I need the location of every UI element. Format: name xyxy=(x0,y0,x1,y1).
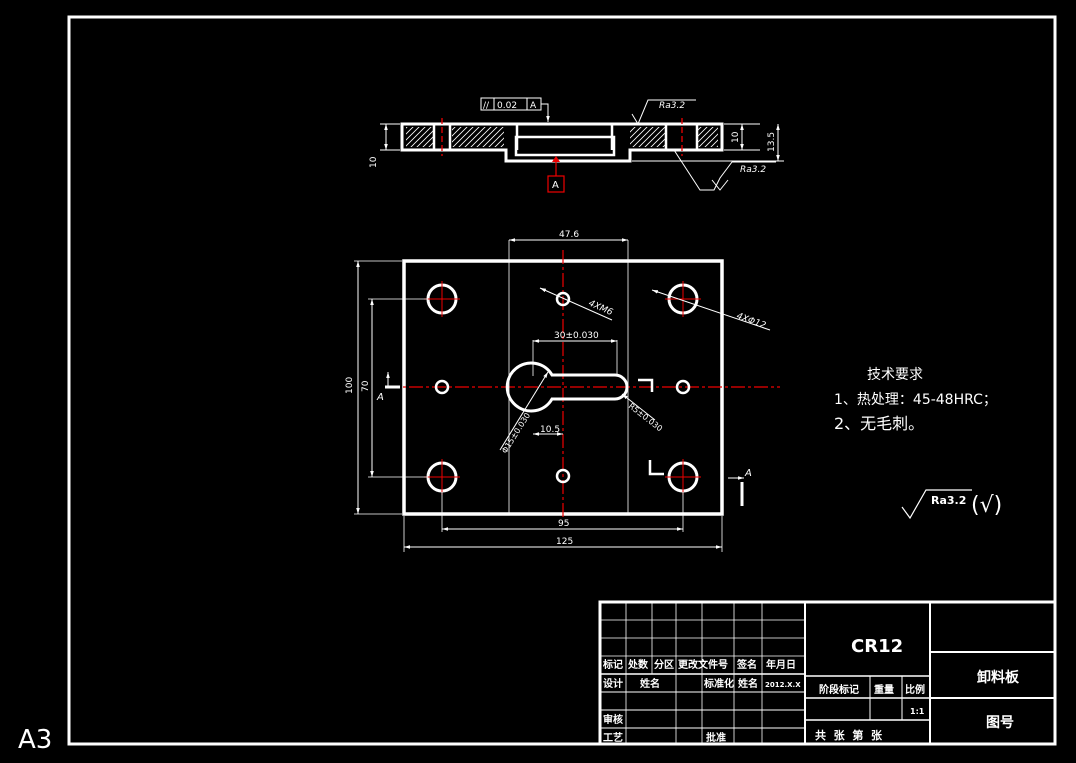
sheet-size-label: A3 xyxy=(18,725,52,755)
tb-header-count: 处数 xyxy=(627,658,649,671)
tb-header-date: 年月日 xyxy=(766,658,796,671)
title-block: 标记 处数 分区 更改文件号 签名 年月日 设计 姓名 标准化 姓名 2012.… xyxy=(598,600,1057,746)
tech-req-item-1: 1、热处理：45-48HRC； xyxy=(834,392,997,408)
small-hole xyxy=(675,379,691,395)
technical-requirements: 技术要求 1、热处理：45-48HRC； 2、无毛刺。 xyxy=(834,367,997,433)
tb-header-change-doc: 更改文件号 xyxy=(678,658,728,671)
surface-roughness-note: Ra3.2 (√) xyxy=(901,489,1002,520)
tb-drawing-no-label: 图号 xyxy=(986,715,1014,731)
dim-width-total: 125 xyxy=(556,537,573,547)
roughness-top: Ra3.2 xyxy=(659,101,685,111)
dim-hole-pitch-h: 95 xyxy=(558,519,569,529)
section-outline xyxy=(400,122,724,163)
tb-signature: 姓名 xyxy=(737,677,758,690)
tb-scale-label: 比例 xyxy=(905,683,925,696)
tb-design-label: 设计 xyxy=(603,677,623,690)
large-hole xyxy=(424,281,460,317)
section-mark-left: A xyxy=(376,392,384,403)
tb-weight-label: 重量 xyxy=(874,683,894,696)
dim-slot-width: 30±0.030 xyxy=(554,331,599,341)
section-hatch-mid-right xyxy=(630,127,666,147)
tech-req-title: 技术要求 xyxy=(867,367,923,383)
tb-stage-label: 阶段标记 xyxy=(819,683,859,696)
large-hole xyxy=(665,459,701,495)
small-hole xyxy=(434,379,450,395)
tb-designer: 姓名 xyxy=(639,677,660,690)
dim-overall-height: 13.5 xyxy=(767,132,777,152)
small-hole xyxy=(555,291,571,307)
section-hatch-left xyxy=(406,127,434,147)
parallelism-tolerance: 0.02 xyxy=(497,101,517,111)
dim-hole-pitch-v: 70 xyxy=(361,380,371,392)
dim-slot-span: 47.6 xyxy=(559,230,579,240)
datum-box xyxy=(547,175,565,193)
small-hole xyxy=(555,468,571,484)
parallelism-datum: A xyxy=(530,101,537,111)
surface-roughness-bracket: (√) xyxy=(971,493,1002,518)
tb-scale-value: 1:1 xyxy=(910,707,925,716)
dim-keyhole-dia: Φ15±0.030 xyxy=(500,411,532,455)
callout-large-holes: 4XΦ12 xyxy=(735,311,767,331)
surface-roughness-value: Ra3.2 xyxy=(931,494,966,507)
section-hatch-right xyxy=(698,127,718,147)
tb-header-zone: 分区 xyxy=(654,658,674,671)
keyhole-slot xyxy=(505,361,629,413)
parallelism-symbol: // xyxy=(483,101,490,111)
tb-header-mark: 标记 xyxy=(602,658,623,671)
dim-slot-offset: 10.5 xyxy=(540,425,560,435)
drawing-border xyxy=(67,15,1057,746)
section-hatch-mid-left xyxy=(452,127,504,147)
tech-req-item-2: 2、无毛刺。 xyxy=(834,414,924,433)
datum-label: A xyxy=(552,180,559,191)
dim-left-thickness: 10 xyxy=(369,156,379,168)
large-hole xyxy=(665,281,701,317)
plan-view: 47.6 30±0.030 10.5 Φ15±0.030 R5±0.030 4X… xyxy=(345,230,780,552)
dim-height-total: 100 xyxy=(345,377,355,394)
tb-header-sign: 签名 xyxy=(736,658,757,671)
tb-review-label: 审核 xyxy=(603,713,623,726)
tb-approve-label: 批准 xyxy=(706,731,726,744)
section-view: // 0.02 A A Ra3.2 Ra3.2 10 10 13.5 xyxy=(369,97,784,193)
section-mark-right: A xyxy=(744,468,752,479)
tb-process-label: 工艺 xyxy=(603,731,623,744)
roughness-side: Ra3.2 xyxy=(740,165,766,175)
tb-date: 2012.X.X xyxy=(765,681,801,689)
tb-sheets-label: 共 张 第 张 xyxy=(815,728,883,742)
large-hole xyxy=(424,459,460,495)
dim-slot-end-radius: R5±0.030 xyxy=(627,401,664,433)
tb-material: CR12 xyxy=(851,636,903,657)
tb-standardization-label: 标准化 xyxy=(703,677,734,690)
tb-part-name: 卸料板 xyxy=(977,669,1020,686)
dim-plate-thickness: 10 xyxy=(731,131,741,143)
